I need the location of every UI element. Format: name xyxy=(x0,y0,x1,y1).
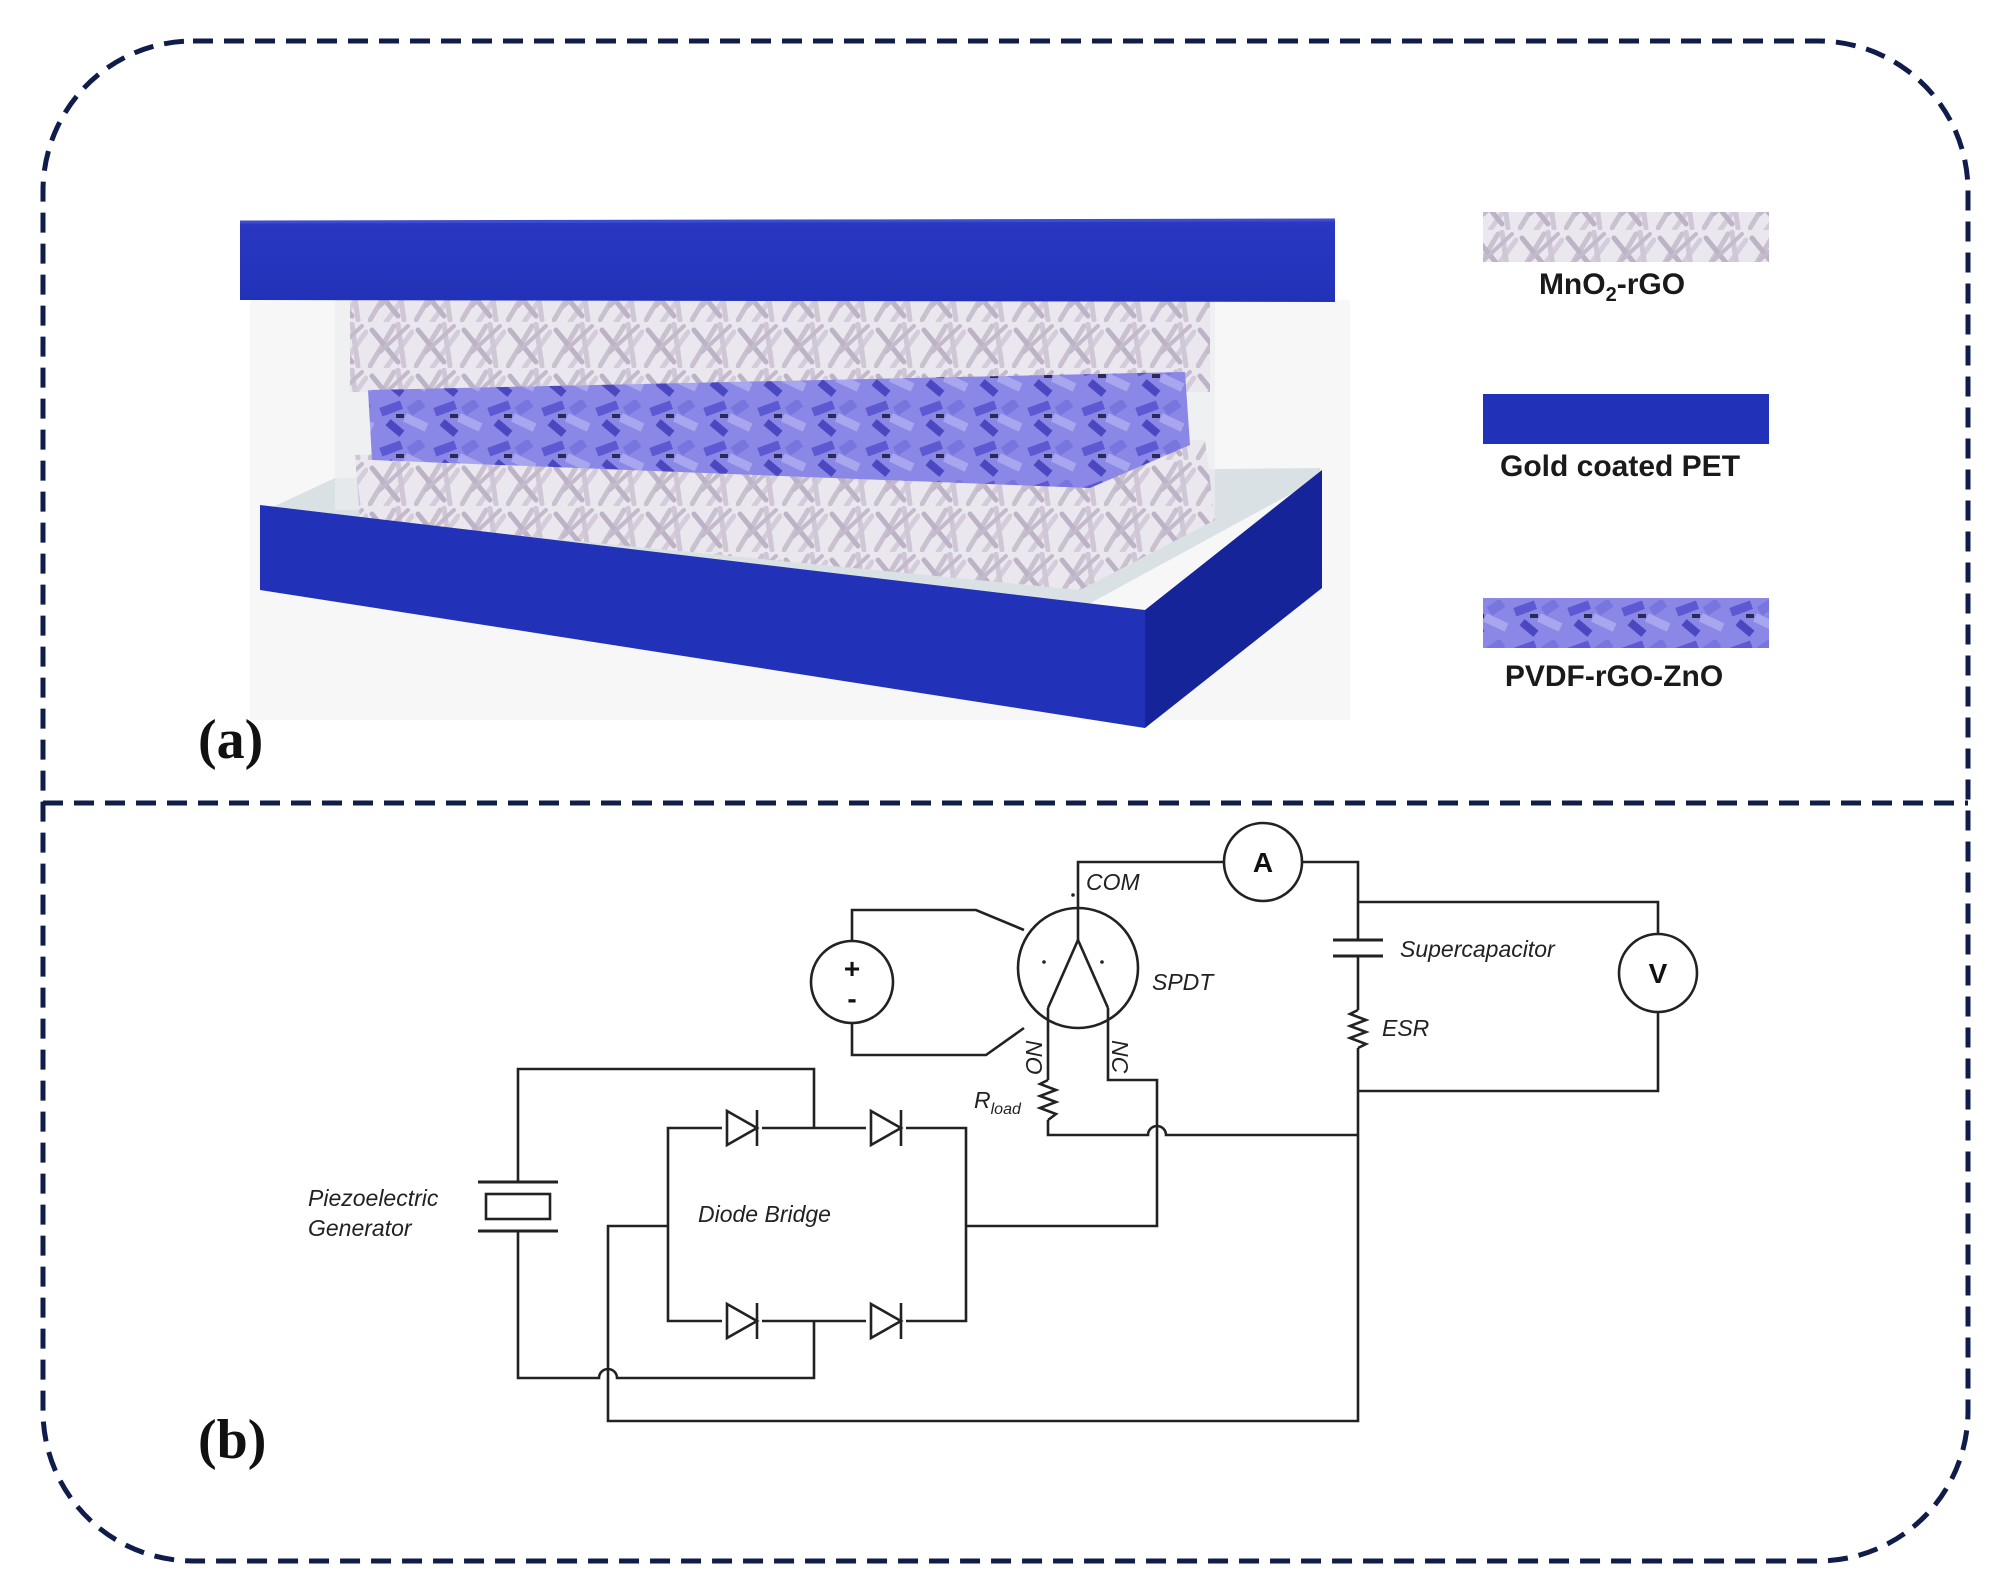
wire-rload-bottom xyxy=(1046,1120,1358,1137)
voltage-source-minus: - xyxy=(847,983,856,1014)
legend: MnO2-rGO Gold coated PET PVDF-rGO-ZnO xyxy=(1483,212,1769,693)
wire-esr-down xyxy=(606,1048,1360,1423)
bottom-electrode-front xyxy=(260,505,1145,728)
wire-ammeter-right xyxy=(1302,860,1360,940)
outer-frame xyxy=(40,38,1971,1564)
rload-resistor xyxy=(1036,1078,1060,1122)
bottom-electrode-side xyxy=(1145,470,1322,728)
legend-label-pvdf-rgo-zno: PVDF-rGO-ZnO xyxy=(1505,660,1723,693)
diode-top-left xyxy=(722,1108,762,1148)
piezo-label-line2: Generator xyxy=(308,1215,413,1241)
legend-swatch-mno2-rgo xyxy=(1483,212,1769,262)
wire-piezo-top xyxy=(516,1067,816,1182)
legend-swatch-gold-coated-pet xyxy=(1483,394,1769,444)
nc-label: NC xyxy=(1107,1040,1133,1074)
wire-voltmeter-top xyxy=(1358,900,1660,934)
wire-voltmeter-bottom xyxy=(1358,1012,1660,1093)
diode-top-right xyxy=(866,1108,906,1148)
wire-source-top xyxy=(850,908,1025,941)
voltmeter-label: V xyxy=(1649,958,1668,989)
ammeter-label: A xyxy=(1253,847,1273,878)
legend-swatch-pvdf-rgo-zno xyxy=(1483,598,1769,648)
voltage-source-plus: + xyxy=(844,953,860,984)
supercapacitor-label: Supercapacitor xyxy=(1400,936,1556,962)
panel-b-label: (b) xyxy=(198,1409,266,1471)
diode-bridge-label: Diode Bridge xyxy=(698,1201,831,1227)
legend-label-gold-coated-pet: Gold coated PET xyxy=(1500,450,1740,483)
spdt-label: SPDT xyxy=(1152,969,1215,995)
circuit-schematic: A V Supercapacitor ESR COM SPDT NO NC + … xyxy=(308,821,1699,1423)
piezo-label-line1: Piezoelectric xyxy=(308,1185,439,1211)
legend-label-mno2-rgo: MnO2-rGO xyxy=(1539,268,1685,306)
panel-a-label: (a) xyxy=(198,709,263,771)
no-label: NO xyxy=(1021,1040,1047,1075)
wire-source-bottom xyxy=(850,1023,1025,1057)
diode-bottom-right xyxy=(866,1301,906,1341)
rload-label: Rload xyxy=(974,1087,1022,1118)
esr-label: ESR xyxy=(1382,1015,1429,1041)
com-label: COM xyxy=(1086,869,1141,895)
pvdf-rgo-zno-layer xyxy=(368,372,1190,488)
wire-nc-bridge xyxy=(966,1008,1159,1228)
diode-bottom-left xyxy=(722,1301,762,1341)
wire-bridge-left xyxy=(606,1224,668,1392)
wire-com-ammeter xyxy=(1076,860,1224,922)
device-illustration xyxy=(239,218,1350,728)
piezo-crystal xyxy=(484,1192,552,1221)
esr-resistor xyxy=(1346,1008,1370,1050)
wire-piezo-bottom xyxy=(516,1231,816,1380)
top-electrode xyxy=(240,219,1335,302)
